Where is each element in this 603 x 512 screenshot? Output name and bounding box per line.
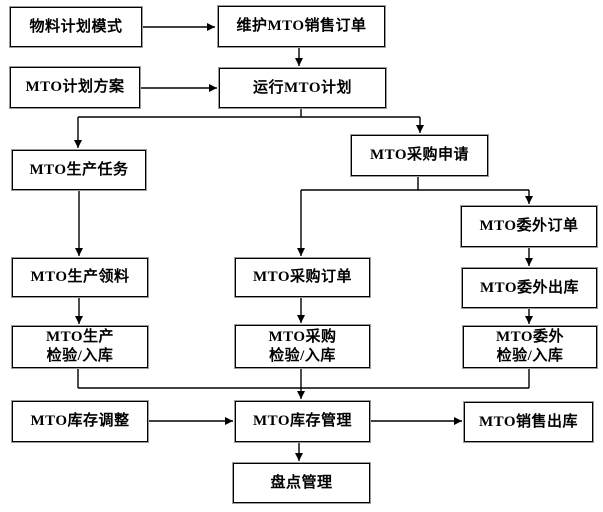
node-mto-production-picking[interactable]: MTO生产领料 — [11, 257, 149, 298]
node-mto-planning-scheme[interactable]: MTO计划方案 — [9, 66, 141, 109]
node-label: 运行MTO计划 — [252, 79, 353, 96]
node-mto-production-task[interactable]: MTO生产任务 — [11, 149, 147, 191]
node-label: MTO库存管理 — [252, 413, 353, 429]
node-label: MTO生产任务 — [29, 161, 129, 178]
node-mto-inventory-adjustment[interactable]: MTO库存调整 — [11, 400, 149, 443]
node-mto-outsource-order[interactable]: MTO委外订单 — [460, 205, 598, 248]
node-mto-inventory-management[interactable]: MTO库存管理 — [234, 400, 371, 443]
node-label: 盘点管理 — [270, 474, 333, 491]
node-label: MTO采购 检验/入库 — [268, 328, 337, 364]
node-mto-purchase-request[interactable]: MTO采购申请 — [350, 134, 489, 177]
node-mto-purchase-order[interactable]: MTO采购订单 — [234, 257, 371, 298]
node-maintain-mto-sales-order[interactable]: 维护MTO销售订单 — [217, 5, 386, 48]
node-label: MTO委外订单 — [479, 218, 579, 234]
node-label: MTO计划方案 — [25, 79, 125, 95]
node-label: MTO销售出库 — [478, 413, 579, 430]
node-label: 物料计划模式 — [29, 18, 123, 35]
node-mto-outsource-issue[interactable]: MTO委外出库 — [461, 267, 598, 309]
edge-trunk-inbound-merge — [77, 368, 530, 389]
node-label: MTO库存调整 — [30, 413, 130, 429]
node-label: MTO采购订单 — [252, 269, 353, 285]
node-stocktaking-management[interactable]: 盘点管理 — [232, 462, 371, 504]
node-label: MTO采购申请 — [369, 147, 470, 163]
node-label: 维护MTO销售订单 — [236, 18, 367, 34]
node-mto-outsource-inspection-inbound[interactable]: MTO委外 检验/入库 — [462, 325, 598, 369]
node-mto-production-inspection-inbound[interactable]: MTO生产 检验/入库 — [11, 325, 149, 369]
node-label: MTO生产领料 — [30, 269, 130, 285]
edge-trunk-run-mto-plan-split — [78, 108, 420, 118]
node-label: MTO委外 检验/入库 — [495, 329, 565, 364]
node-mto-purchase-inspection-inbound[interactable]: MTO采购 检验/入库 — [234, 324, 371, 369]
node-label: MTO委外出库 — [479, 279, 580, 296]
node-material-planning-mode[interactable]: 物料计划模式 — [9, 6, 143, 48]
node-mto-sales-issue[interactable]: MTO销售出库 — [463, 401, 594, 443]
edge-trunk-purchase-request-split — [301, 176, 529, 191]
node-run-mto-plan[interactable]: 运行MTO计划 — [218, 67, 387, 109]
node-label: MTO生产 检验/入库 — [45, 329, 115, 364]
